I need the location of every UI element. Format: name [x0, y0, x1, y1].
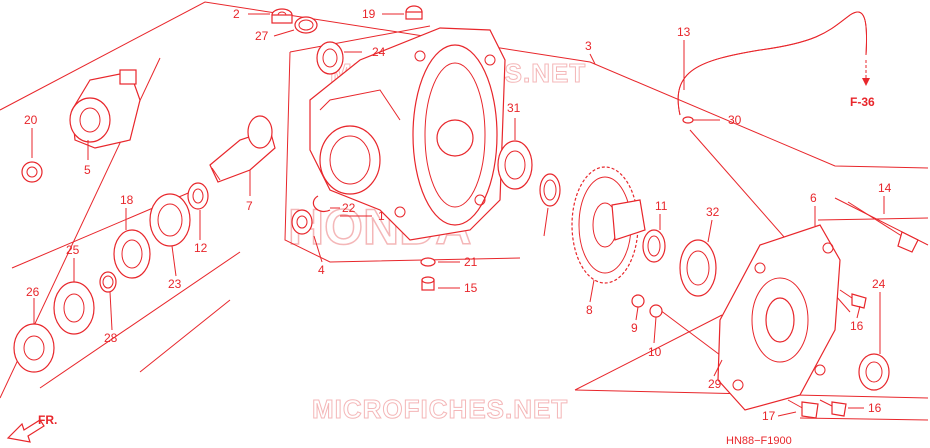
part-26-seal: [13, 323, 55, 373]
label-16-upper: 16: [850, 319, 864, 333]
reference-f36: F-36: [850, 95, 875, 109]
label-27: 27: [255, 29, 269, 43]
label-32: 32: [706, 205, 720, 219]
part-16-bolt-lower: [819, 399, 847, 417]
label-7: 7: [246, 199, 253, 213]
part-2-seal: [271, 8, 293, 24]
part-13-breather-tube: [677, 11, 868, 116]
label-12: 12: [194, 241, 208, 255]
part-9-bolt: [631, 294, 645, 308]
part-4-seal: [291, 209, 313, 235]
label-14: 14: [878, 181, 892, 195]
label-25: 25: [66, 243, 80, 257]
part-25-holder: [53, 281, 95, 335]
label-18: 18: [120, 193, 134, 207]
part-18-bearing: [113, 229, 151, 279]
part-8-ring-gear: [571, 166, 646, 284]
part-28-oring: [99, 271, 117, 293]
part-30-clip: [682, 116, 694, 124]
part-24-seal-right: [858, 353, 890, 391]
part-11-shim-2: [642, 229, 666, 263]
part-3-gear-case: [309, 27, 506, 241]
part-12-shim: [187, 182, 209, 210]
label-29: 29: [708, 377, 722, 391]
label-3: 3: [585, 39, 592, 53]
part-20-seal-left: [21, 161, 43, 183]
label-4: 4: [318, 263, 325, 277]
leader-lines: [31, 13, 885, 417]
part-10-nut: [649, 304, 663, 318]
label-17: 17: [762, 409, 776, 423]
label-10: 10: [648, 345, 662, 359]
part-15-bolt: [421, 276, 435, 291]
label-23: 23: [168, 277, 182, 291]
part-7-pinion: [209, 115, 276, 183]
part-23-bearing: [149, 193, 191, 247]
label-16-lower: 16: [868, 401, 882, 415]
diagram-code: HN88−F1900: [726, 435, 792, 447]
part-22-circlip: [312, 195, 331, 213]
part-32-bearing: [679, 239, 717, 297]
part-24-top-seal: [316, 41, 344, 75]
label-28: 28: [104, 331, 118, 345]
label-24-top: 24: [372, 45, 386, 59]
label-6: 6: [810, 191, 817, 205]
part-5-flange: [69, 69, 141, 149]
label-22: 22: [342, 201, 356, 215]
label-31: 31: [507, 101, 521, 115]
label-24-right: 24: [872, 277, 886, 291]
label-15: 15: [464, 281, 478, 295]
part-6-cover: [717, 224, 841, 411]
fr-arrow: FR.: [6, 413, 57, 443]
label-8: 8: [586, 303, 593, 317]
label-20: 20: [24, 113, 38, 127]
part-17-bolt: [787, 399, 819, 419]
label-1: 1: [378, 209, 385, 223]
part-11-shim: [539, 173, 561, 207]
part-31-bearing: [497, 140, 533, 190]
label-30: 30: [728, 113, 742, 127]
label-9: 9: [631, 321, 638, 335]
label-21: 21: [464, 255, 478, 269]
part-21-washer: [420, 257, 436, 267]
part-16-bolt-upper: [839, 289, 867, 309]
part-27-oring: [294, 16, 318, 34]
label-13: 13: [677, 25, 691, 39]
fr-label: FR.: [38, 413, 57, 427]
label-11-upper: 11: [655, 199, 668, 213]
watermark-bottom: MICROFICHES.NET: [312, 394, 568, 424]
label-2: 2: [233, 7, 240, 21]
part-19-plug: [405, 5, 423, 20]
part-labels: 2 27 19 24 3 13 20 5 31 30 7 22 1 18 12 …: [24, 7, 892, 423]
label-5: 5: [84, 163, 91, 177]
label-19: 19: [362, 7, 376, 21]
arrow-f36: [862, 60, 870, 86]
part-14-bolt: [847, 201, 919, 253]
label-26: 26: [26, 285, 40, 299]
